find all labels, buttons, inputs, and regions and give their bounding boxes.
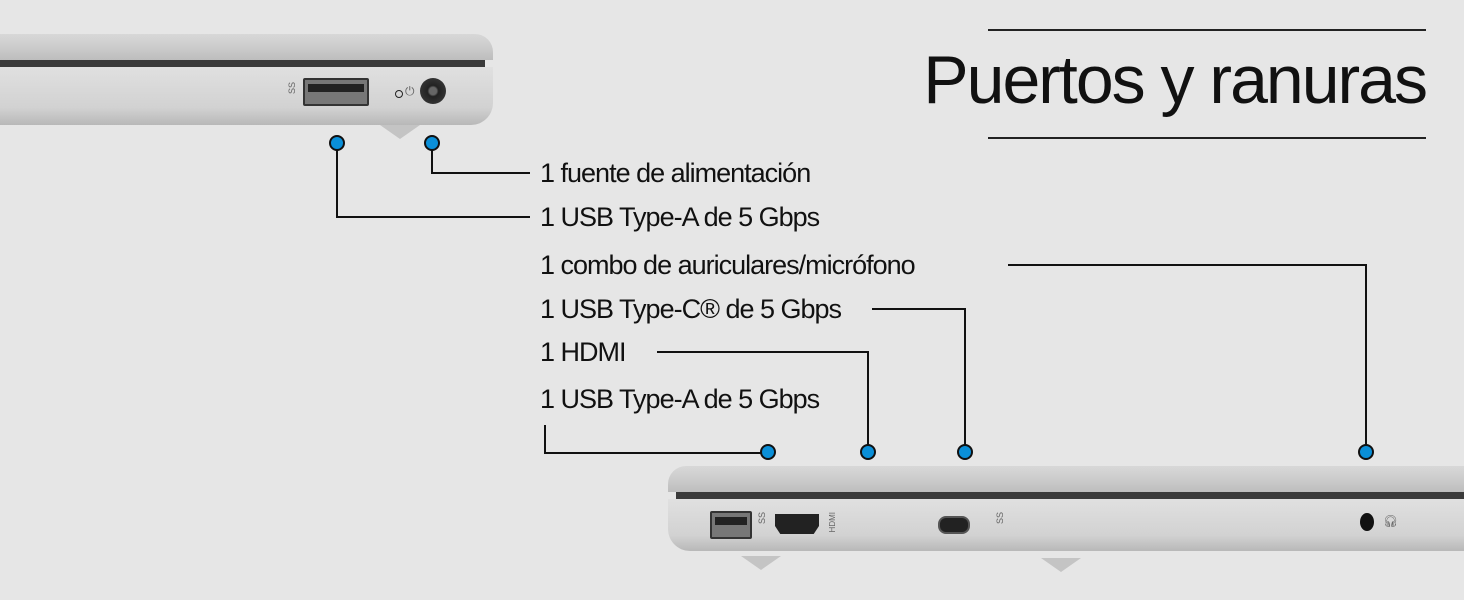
port-label-usb-a-right: 1 USB Type-A de 5 Gbps: [540, 384, 820, 414]
callout-line-usb-a-left: [336, 143, 530, 218]
port-label-audio-combo: 1 combo de auriculares/micrófono: [540, 250, 916, 280]
led-indicator: [395, 90, 403, 98]
callout-dot-hdmi: [860, 444, 876, 460]
audio-jack-port: [1360, 513, 1374, 531]
usb-c-port: [938, 516, 970, 534]
power-jack-port: [420, 78, 446, 104]
port-label-usb-c: 1 USB Type-C® de 5 Gbps: [540, 294, 842, 324]
power-plug-icon: ⏻: [405, 84, 415, 98]
callout-line-audio: [1008, 264, 1367, 450]
title-rule-bottom: [988, 137, 1426, 139]
headphone-icon: 🎧︎: [1383, 514, 1399, 528]
callout-dot-usb-a-left: [329, 135, 345, 151]
port-label-usb-a-left: 1 USB Type-A de 5 Gbps: [540, 202, 820, 232]
title-rule-top: [988, 29, 1426, 31]
callout-dot-usb-a-right: [760, 444, 776, 460]
callout-dot-usb-c: [957, 444, 973, 460]
port-label-hdmi: 1 HDMI: [540, 337, 627, 367]
hdmi-port: [775, 514, 819, 534]
usb-a-port: [710, 511, 752, 539]
callout-line-power: [431, 143, 530, 174]
callout-line-hdmi: [657, 351, 869, 450]
callout-line-usb-c: [872, 308, 966, 450]
callout-dot-audio: [1358, 444, 1374, 460]
callout-line-usb-a-right: [544, 425, 768, 454]
usb-a-port: [303, 78, 369, 106]
port-label-power: 1 fuente de alimentación: [540, 158, 811, 188]
callout-dot-power: [424, 135, 440, 151]
page-title: Puertos y ranuras: [923, 42, 1428, 118]
